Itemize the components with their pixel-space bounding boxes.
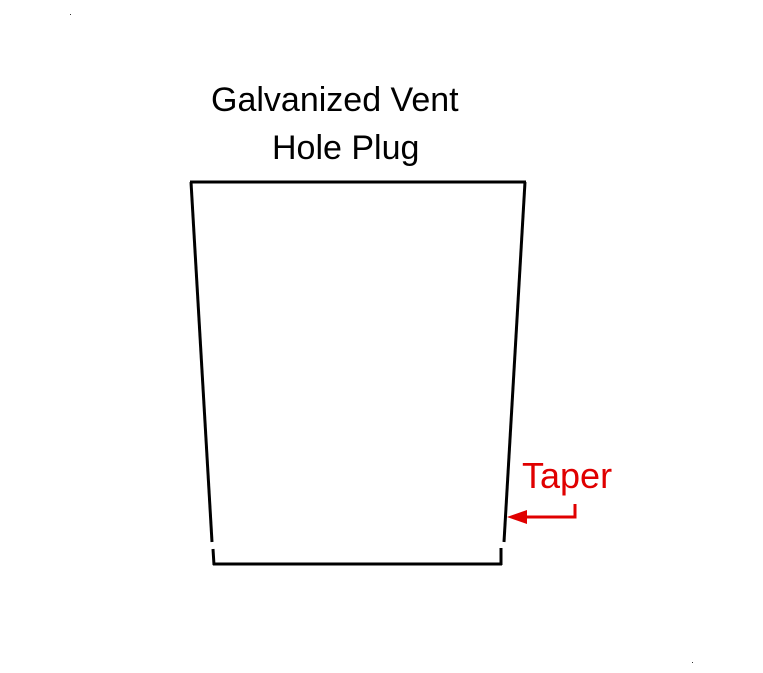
plug-left-side xyxy=(189,181,214,543)
plug-right-side xyxy=(502,181,527,543)
diagram-title-line-2: Hole Plug xyxy=(272,129,420,167)
taper-arrow-icon xyxy=(507,504,577,524)
taper-label: Taper xyxy=(522,455,613,496)
plug-left-side-lower xyxy=(211,548,216,566)
speck xyxy=(70,14,71,15)
speck xyxy=(692,662,693,663)
diagram-title-line-1: Galvanized Vent xyxy=(211,81,459,119)
